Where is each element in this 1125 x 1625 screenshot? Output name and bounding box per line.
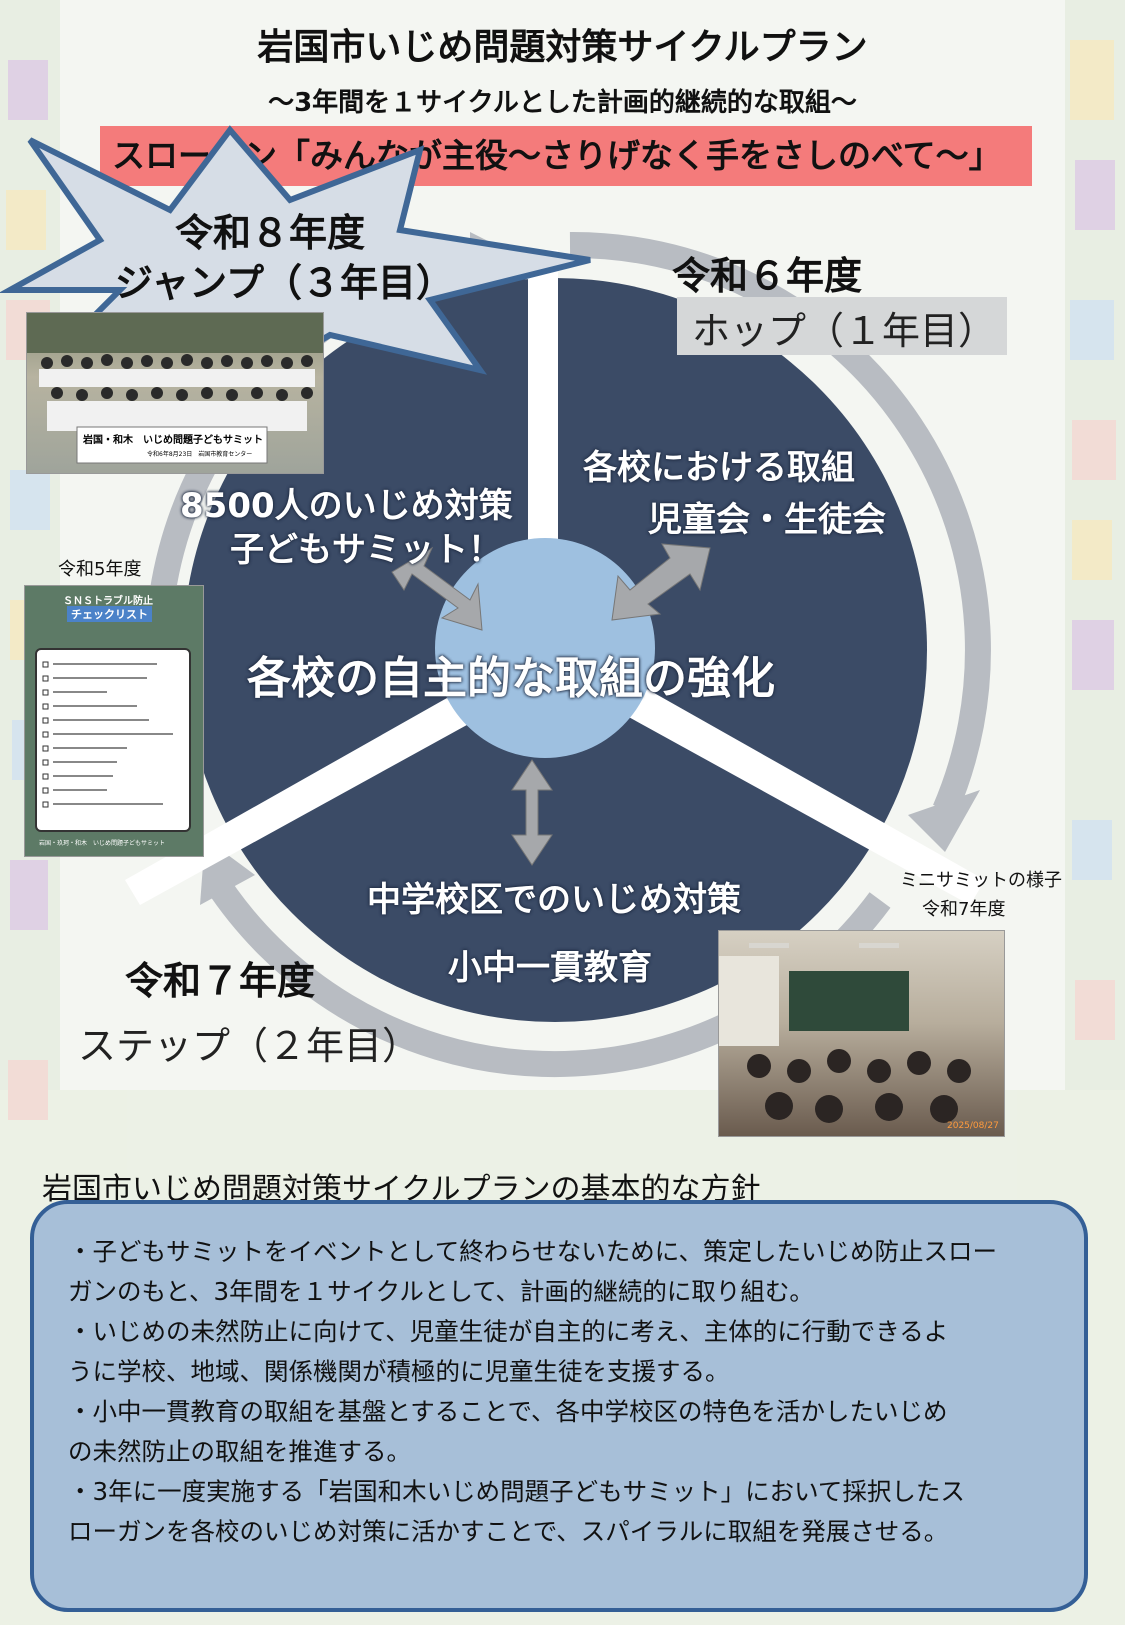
spoke-right	[625, 685, 985, 905]
district-line2: 小中一貫教育	[448, 948, 652, 988]
policy-line: うに学校、地域、関係機関が積極的に児童生徒を支援する。	[68, 1357, 730, 1386]
summit-banner-text: 岩国・和木 いじめ問題子どもサミット	[83, 435, 263, 446]
summit-line2: 子どもサミット！	[230, 530, 502, 570]
mini-summit-classroom-photo: 2025/08/27	[718, 930, 1005, 1137]
cycle-ring-arc-right	[569, 231, 991, 816]
summit-group-photo: 岩国・和木 いじめ問題子どもサミット 令和6年8月23日 岩国市教育センター	[26, 312, 324, 474]
summit-photo-figures	[27, 313, 323, 464]
year6-stage-bg	[677, 297, 1007, 355]
checklist-footer: 岩国・玖珂・和木 いじめ問題子どもサミット	[39, 840, 166, 847]
checklist-items	[42, 661, 173, 808]
year7-label: 令和７年度	[125, 959, 316, 1003]
sns-checklist-image: ＳＮＳトラブル防止 チェックリスト 岩国・玖珂・和木 いじめ問題子どもサミット	[24, 585, 204, 857]
center-strengthening: 各校の自主的な取組の強化	[247, 653, 775, 704]
year8-stage: ジャンプ（３年目）	[115, 261, 454, 305]
arrow-district	[511, 759, 553, 866]
policy-line: の未然防止の取組を推進する。	[68, 1437, 411, 1466]
classroom-scene	[719, 943, 971, 1123]
cycle-hub	[435, 538, 655, 758]
mini-summit-caption-1: ミニサミットの様子	[900, 870, 1062, 891]
schools-line1: 各校における取組	[583, 448, 855, 488]
page-subtitle: ～3年間を１サイクルとした計画的継続的な取組～	[268, 88, 857, 118]
checklist-sheet	[35, 648, 191, 832]
policy-line: ・3年に一度実施する「岩国和木いじめ問題子どもサミット」において採択したス	[68, 1477, 965, 1506]
year8-label: 令和８年度	[175, 211, 366, 255]
spoke-left	[125, 685, 485, 905]
policy-line: ・いじめの未然防止に向けて、児童生徒が自主的に考え、主体的に行動できるよ	[68, 1317, 949, 1346]
cycle-ring-arrowhead-right	[908, 790, 980, 852]
policy-line: ローガンを各校のいじめ対策に活かすことで、スパイラルに取組を発展させる。	[68, 1517, 949, 1546]
policy-line: ・子どもサミットをイベントとして終わらせないために、策定したいじめ防止スロー	[68, 1237, 998, 1266]
summit-line1: 8500人のいじめ対策	[180, 486, 513, 526]
checklist-caption: 令和5年度	[58, 559, 142, 580]
checklist-header-1: ＳＮＳトラブル防止	[63, 596, 153, 607]
page-title: 岩国市いじめ問題対策サイクルプラン	[257, 27, 868, 68]
arrow-summit	[391, 546, 483, 631]
spoke-top	[528, 250, 558, 560]
year6-stage: ホップ（１年目）	[692, 309, 997, 353]
year6-label: 令和６年度	[672, 254, 863, 298]
arrow-schools	[611, 543, 711, 621]
jump-star-burst	[0, 125, 591, 375]
mini-summit-caption-2: 令和7年度	[922, 899, 1006, 920]
checklist-header-2: チェックリスト	[67, 606, 152, 622]
district-line1: 中学校区でのいじめ対策	[367, 880, 741, 920]
policy-box: ・子どもサミットをイベントとして終わらせないために、策定したいじめ防止スロー ガ…	[30, 1200, 1088, 1612]
schools-line2: 児童会・生徒会	[648, 500, 886, 540]
photo-date-stamp: 2025/08/27	[947, 1121, 999, 1131]
summit-banner-subtext: 令和6年8月23日 岩国市教育センター	[147, 451, 253, 458]
policy-line: ・小中一貫教育の取組を基盤とすることで、各中学校区の特色を活かしたいじめ	[68, 1397, 948, 1426]
policy-line: ガンのもと、3年間を１サイクルとして、計画的継続的に取り組む。	[68, 1277, 814, 1306]
year7-stage: ステップ（２年目）	[78, 1024, 421, 1068]
